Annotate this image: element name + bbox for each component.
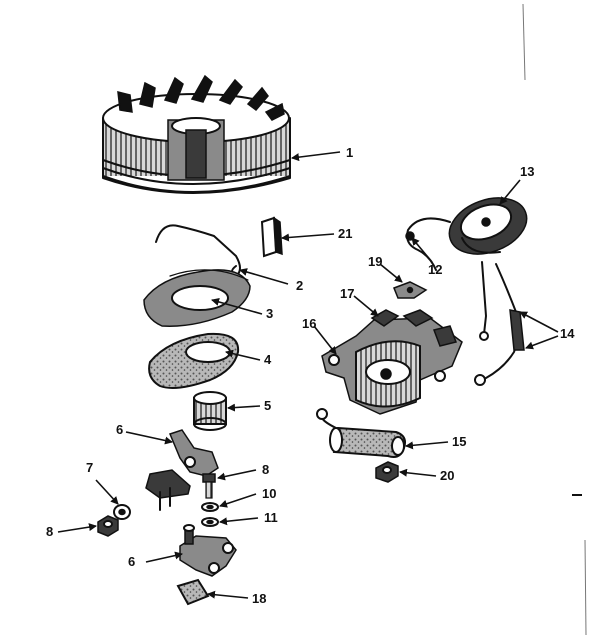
part-stator-plate [321,309,463,415]
part-spring-clip [155,224,241,277]
part-ground-wires [474,261,525,386]
callout-5: 5 [264,398,271,413]
scan-edge-marks [522,3,587,636]
callout-10: 10 [262,486,276,501]
part-coil [448,197,528,255]
callout-4: 4 [264,352,272,367]
part-washer-10 [201,502,219,512]
callout-20: 20 [440,468,454,483]
callout-21: 21 [338,226,352,241]
part-bushing [193,391,227,431]
callout-19: 19 [368,254,382,269]
callout-14: 14 [560,326,575,341]
callout-6-upper: 6 [116,422,123,437]
callout-16: 16 [302,316,316,331]
part-clip [393,281,428,299]
part-gasket [148,332,240,389]
part-condenser [316,408,406,458]
callout-11: 11 [264,510,278,525]
callout-12: 12 [428,262,442,277]
callout-6-lower: 6 [128,554,135,569]
part-screw [202,473,216,499]
part-washer-7 [113,504,131,520]
callout-8-left: 8 [46,524,53,539]
part-breaker-arm [145,429,219,511]
part-felt-pad [176,578,210,606]
callout-18: 18 [252,591,266,606]
callout-17: 17 [340,286,354,301]
part-cover-plate [143,269,251,327]
part-nut [97,515,119,537]
leader-lines [57,151,559,599]
callout-15: 15 [452,434,466,449]
part-washer-11 [201,517,219,527]
callout-8-right: 8 [262,462,269,477]
part-key [260,216,283,258]
callout-2: 2 [296,278,303,293]
callout-1: 1 [346,145,353,160]
part-flywheel [102,74,291,194]
callout-7: 7 [86,460,93,475]
callout-3: 3 [266,306,273,321]
callout-labels: 1 2 3 4 5 6 7 8 8 10 11 12 13 14 15 16 1… [46,145,575,606]
part-nut-20 [375,461,399,483]
part-base-plate [179,524,237,577]
callout-13: 13 [520,164,534,179]
